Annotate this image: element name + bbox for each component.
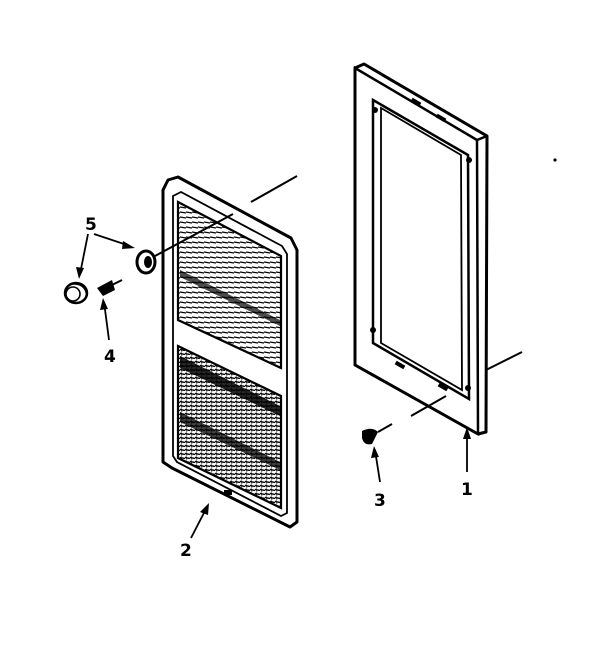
callout-3: 3 xyxy=(374,491,386,511)
leader-arrow-5a xyxy=(122,241,135,249)
callout-labels: 1 2 3 4 5 xyxy=(85,215,473,561)
mounting-frame xyxy=(353,62,557,437)
frame-screw-hole xyxy=(465,385,471,391)
bushing-shaft-line xyxy=(154,213,234,257)
knob-edge xyxy=(69,282,88,297)
leader-arrow-4 xyxy=(100,298,108,310)
frame-depth-edge xyxy=(477,430,487,436)
grille-louver-shadow xyxy=(180,356,280,416)
screw-shank xyxy=(377,423,393,433)
front-grille xyxy=(161,175,299,529)
stray-dot xyxy=(553,158,557,162)
grille-louver-shadow xyxy=(180,412,280,470)
frame-depth-edge xyxy=(476,134,488,142)
frame-screw-hole xyxy=(466,157,472,163)
callout-2: 2 xyxy=(180,541,192,561)
grille-upper-louvers xyxy=(176,200,283,370)
frame-tab xyxy=(437,382,449,392)
screw-shank xyxy=(111,279,123,286)
leader-line-5b xyxy=(79,233,89,275)
screw-part-3 xyxy=(362,423,393,445)
screw-part-4 xyxy=(97,279,123,296)
leader-line-1c xyxy=(410,395,447,417)
knob-bushing xyxy=(135,213,234,275)
bushing-hole xyxy=(144,256,152,268)
frame-tab xyxy=(435,113,447,123)
leader-line-1b xyxy=(485,351,523,371)
screw-head xyxy=(362,428,378,445)
grille-leader-line xyxy=(250,175,298,203)
frame-screw-hole xyxy=(370,327,376,333)
leader-arrow-3 xyxy=(371,446,379,458)
leader-arrow-1 xyxy=(463,427,471,439)
frame-tab xyxy=(410,97,422,107)
leader-arrow-5b xyxy=(76,267,84,279)
callout-4: 4 xyxy=(104,347,116,367)
callout-5: 5 xyxy=(85,215,97,235)
frame-tab xyxy=(394,360,406,370)
grille-bottom-tab xyxy=(224,490,232,495)
frame-screw-hole xyxy=(372,107,378,113)
grille-inner-border xyxy=(172,190,288,518)
frame-inner-opening xyxy=(371,97,471,402)
leader-arrow-2 xyxy=(200,503,209,515)
knob-face xyxy=(65,286,81,302)
frame-inner-rim xyxy=(380,106,463,392)
leader-lines xyxy=(76,233,523,539)
grille-lower-louvers xyxy=(176,344,283,510)
screw-head xyxy=(97,280,115,296)
grille-louver-shadow xyxy=(180,270,280,326)
callout-1: 1 xyxy=(461,480,473,500)
control-knob xyxy=(63,281,89,305)
